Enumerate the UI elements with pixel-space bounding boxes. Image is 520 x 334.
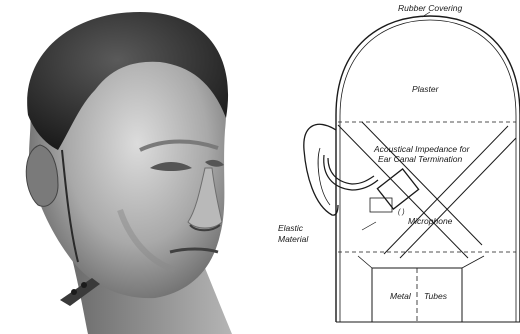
label-tubes: Tubes (424, 291, 448, 301)
plaster-head-photo (0, 0, 272, 334)
label-acoustical-impedance-2: Ear Canal Termination (378, 154, 463, 164)
label-elastic: Elastic (278, 223, 304, 233)
label-metal: Metal (390, 291, 412, 301)
rubber-covering-outline (336, 16, 520, 322)
ear-outline (304, 124, 338, 215)
label-plaster: Plaster (412, 84, 440, 94)
label-rubber-covering: Rubber Covering (398, 3, 463, 13)
head-cross-section-diagram: ( ) Rubber Covering Plaster Acoustical I… (272, 0, 520, 334)
label-acoustical-impedance-1: Acoustical Impedance for (373, 144, 471, 154)
svg-text:( ): ( ) (398, 209, 405, 216)
label-material: Material (278, 234, 309, 244)
label-microphone: Microphone (408, 216, 453, 226)
microphone-block (377, 169, 418, 209)
